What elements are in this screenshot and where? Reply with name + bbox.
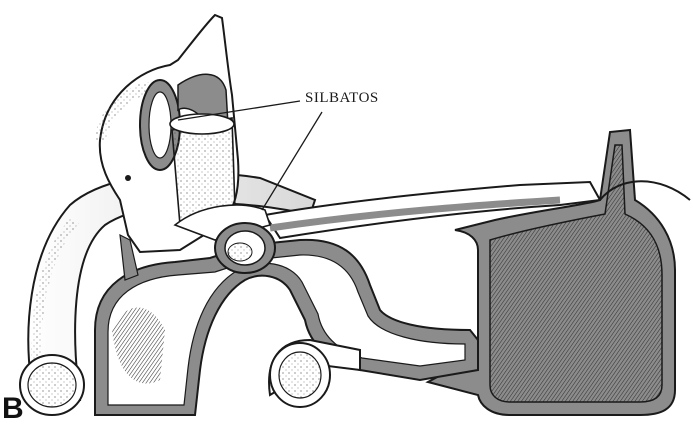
small-marker-dot — [125, 175, 131, 181]
silbatos-label: SILBATOS — [305, 90, 379, 107]
lower-tube-opening — [269, 340, 360, 407]
panel-letter: B — [2, 392, 24, 426]
